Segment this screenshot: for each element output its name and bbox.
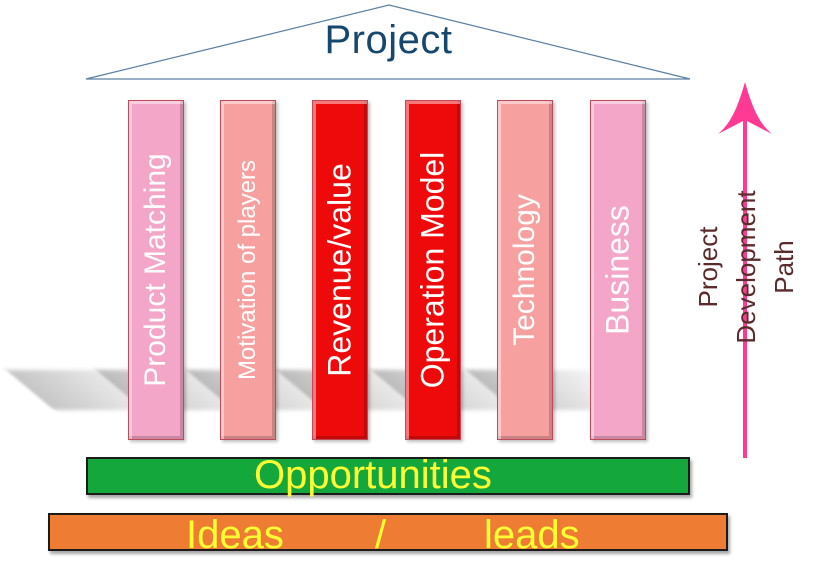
pillar-operation-model: Operation Model <box>405 100 461 440</box>
path-label-line: Development <box>731 190 761 344</box>
ideas-leads-bar: Ideas / leads <box>48 513 728 555</box>
development-path-label: Project Development Path <box>689 190 803 343</box>
opportunities-label: Opportunities <box>254 453 492 497</box>
ideas-label: Ideas <box>186 513 284 557</box>
pillar-product-matching: Product Matching <box>128 100 184 440</box>
separator-label: / <box>375 513 387 557</box>
leads-label: leads <box>484 513 580 557</box>
pillar-technology: Technology <box>497 100 553 440</box>
pillar-revenue-value: Revenue/value <box>312 100 368 440</box>
pillar-business: Business <box>590 100 646 440</box>
opportunities-bar: Opportunities <box>86 453 690 497</box>
path-label-line: Path <box>769 240 799 294</box>
roof-label: Project <box>324 18 453 62</box>
pillar-motivation-of-players: Motivation of players <box>220 100 276 440</box>
path-label-line: Project <box>693 226 723 308</box>
